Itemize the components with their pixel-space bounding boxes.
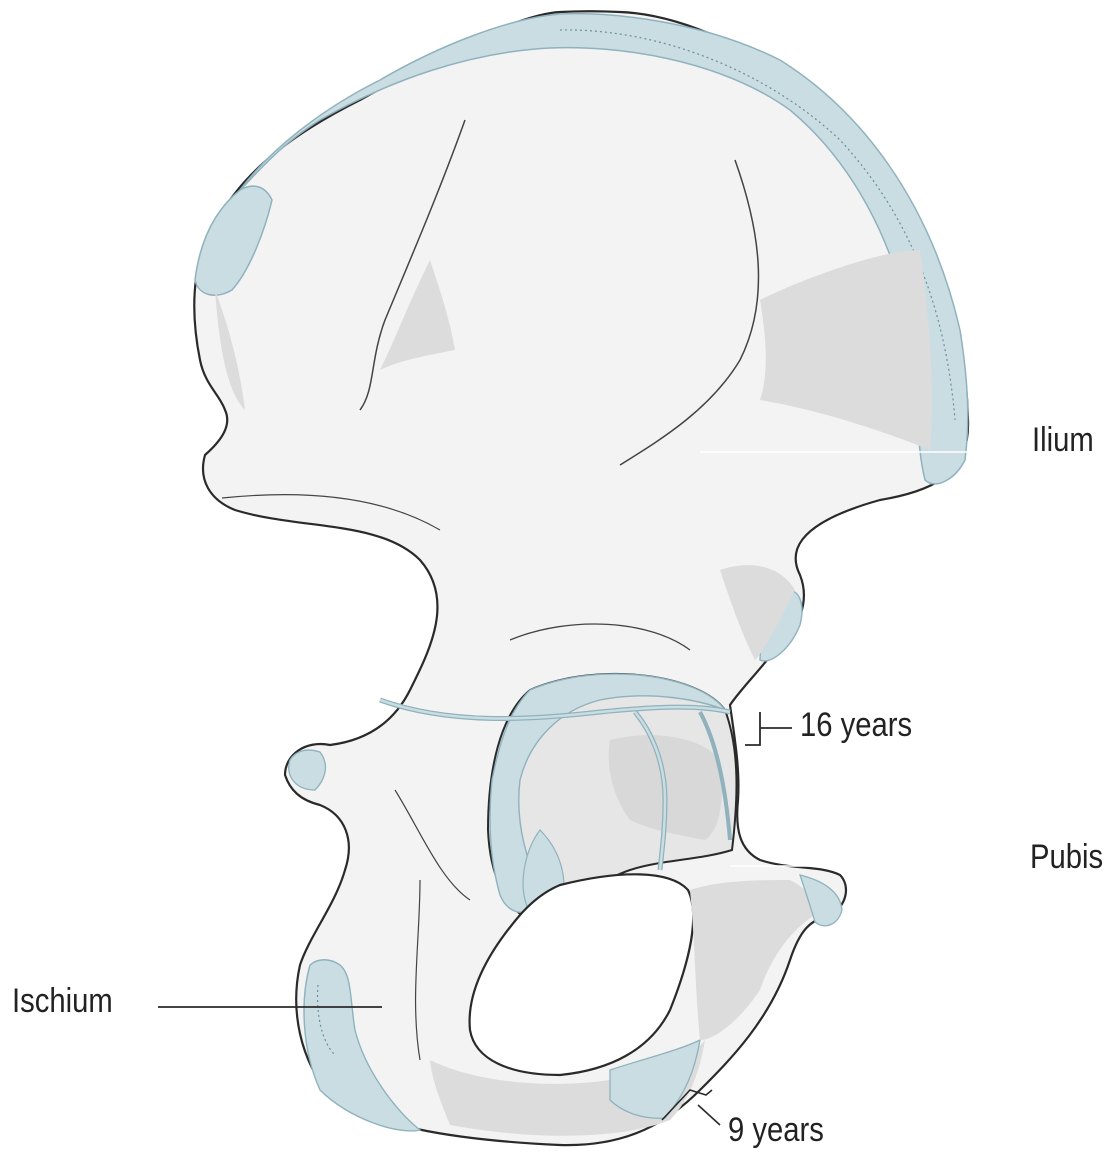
- ilium-label: Ilium: [1032, 423, 1094, 457]
- fusion-16-years-label: 16 years: [800, 708, 912, 742]
- ischium-label: Ischium: [12, 984, 113, 1018]
- fusion-16-years-bracket: [745, 712, 792, 745]
- fusion-9-years-label: 9 years: [728, 1113, 824, 1147]
- pubis-label: Pubis: [1030, 840, 1103, 874]
